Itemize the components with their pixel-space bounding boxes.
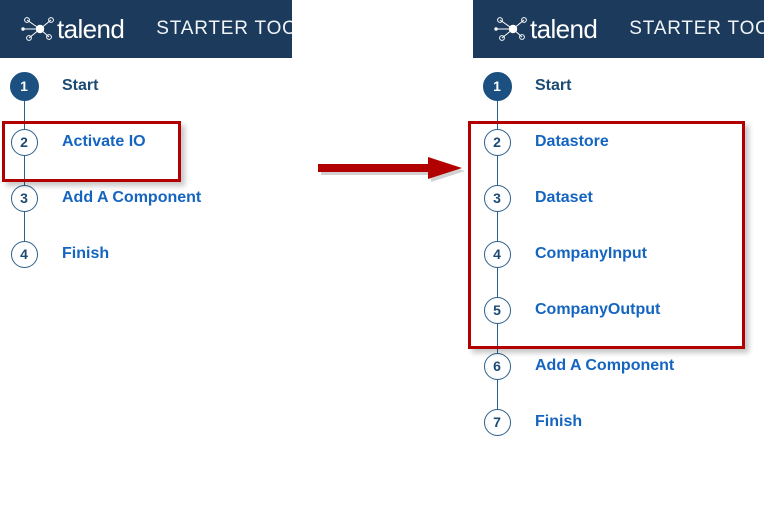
talend-logo-before[interactable]: talend — [20, 14, 125, 44]
step-number-badge: 3 — [483, 184, 511, 212]
step-node: 3 — [0, 170, 48, 226]
step-list-before: 1 Start 2 Activate IO 3 Add A Component — [0, 58, 292, 282]
step-label[interactable]: Start — [62, 77, 99, 94]
talend-logo-after[interactable]: talend — [493, 14, 598, 44]
step-item[interactable]: 6 Add A Component — [473, 338, 764, 394]
step-node: 2 — [0, 114, 48, 170]
step-node: 4 — [473, 226, 521, 282]
step-number-badge: 4 — [483, 240, 511, 268]
step-node: 1 — [0, 58, 48, 114]
app-header-title-after: STARTER TOO — [629, 18, 764, 39]
step-number-badge: 4 — [10, 240, 38, 268]
step-node: 2 — [473, 114, 521, 170]
step-item[interactable]: 3 Dataset — [473, 170, 764, 226]
step-node: 5 — [473, 282, 521, 338]
talend-node-network-icon — [21, 17, 54, 41]
step-number-badge: 2 — [10, 128, 38, 156]
step-item[interactable]: 2 Datastore — [473, 114, 764, 170]
step-item[interactable]: 1 Start — [0, 58, 292, 114]
talend-wordmark: talend — [530, 14, 598, 44]
step-label[interactable]: Dataset — [535, 189, 593, 206]
step-number-badge: 1 — [9, 71, 39, 101]
step-node: 7 — [473, 394, 521, 450]
step-item[interactable]: 4 Finish — [0, 226, 292, 282]
step-number-badge: 5 — [483, 296, 511, 324]
step-item[interactable]: 7 Finish — [473, 394, 764, 450]
step-number-badge: 6 — [483, 352, 511, 380]
before-panel: talend STARTER TOO 1 Start 2 Activate IO — [0, 0, 292, 518]
step-label[interactable]: CompanyInput — [535, 245, 647, 262]
step-label[interactable]: Add A Component — [535, 357, 675, 374]
step-node: 3 — [473, 170, 521, 226]
step-item[interactable]: 1 Start — [473, 58, 764, 114]
step-item[interactable]: 3 Add A Component — [0, 170, 292, 226]
step-item[interactable]: 2 Activate IO — [0, 114, 292, 170]
app-header-title-before: STARTER TOO — [156, 18, 292, 39]
step-item[interactable]: 5 CompanyOutput — [473, 282, 764, 338]
step-number-badge: 1 — [482, 71, 512, 101]
step-label[interactable]: Activate IO — [62, 133, 146, 150]
right-arrow-icon — [318, 157, 465, 182]
step-connector-line — [496, 394, 498, 422]
step-node: 4 — [0, 226, 48, 282]
step-list-after: 1 Start 2 Datastore 3 Dataset — [473, 58, 764, 450]
step-label[interactable]: Finish — [62, 245, 110, 262]
step-connector-line — [23, 226, 25, 254]
step-label[interactable]: Datastore — [535, 133, 609, 150]
step-label[interactable]: Finish — [535, 413, 583, 430]
app-header-bar-before: talend STARTER TOO — [0, 0, 292, 58]
step-label[interactable]: CompanyOutput — [535, 301, 661, 318]
step-number-badge: 7 — [483, 408, 511, 436]
step-item[interactable]: 4 CompanyInput — [473, 226, 764, 282]
app-header-bar-after: talend STARTER TOO — [473, 0, 764, 58]
step-node: 6 — [473, 338, 521, 394]
talend-wordmark: talend — [57, 14, 125, 44]
step-label[interactable]: Add A Component — [62, 189, 202, 206]
step-label[interactable]: Start — [535, 77, 572, 94]
talend-node-network-icon — [494, 17, 527, 41]
step-node: 1 — [473, 58, 521, 114]
step-number-badge: 3 — [10, 184, 38, 212]
after-panel: talend STARTER TOO 1 Start 2 Datastore — [473, 0, 764, 518]
step-number-badge: 2 — [483, 128, 511, 156]
